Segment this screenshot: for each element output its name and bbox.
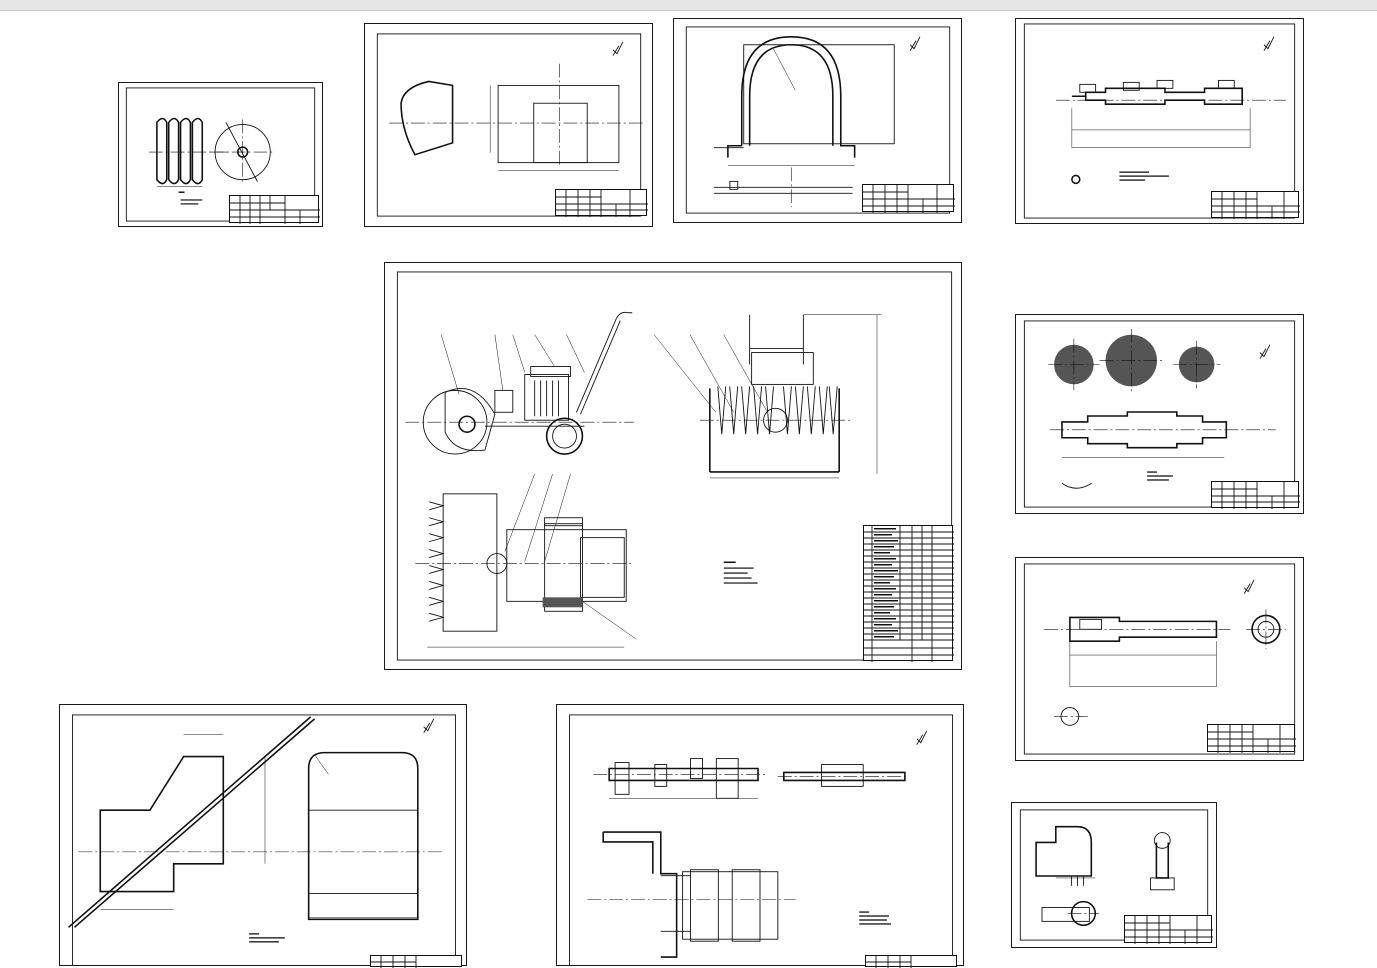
pin-shaft-drawing (1023, 563, 1296, 755)
drawing-sheet-side-plate[interactable] (59, 704, 467, 968)
title-block (1211, 191, 1300, 219)
auger-blade-drawing (125, 87, 316, 222)
title-block (229, 195, 320, 224)
general-assembly-drawing (396, 271, 953, 661)
spline-shaft-drawing (1023, 320, 1296, 508)
drawing-sheet-pin-shaft[interactable] (1015, 557, 1304, 761)
drawing-sheet-chassis-frame[interactable] (556, 704, 964, 968)
drawing-sheet-spline-shaft[interactable] (1015, 314, 1304, 514)
handle-frame-drawing (685, 26, 951, 214)
parts-list (863, 525, 954, 662)
drawing-sheet-elbow-chute[interactable] (1011, 802, 1217, 948)
drawing-sheet-general-assembly[interactable] (384, 262, 962, 670)
viewer-toolbar (0, 0, 1377, 11)
chassis-frame-drawing (569, 714, 953, 965)
drawing-sheet-housing-cover[interactable] (364, 23, 653, 227)
elbow-chute-drawing (1019, 809, 1209, 941)
drawing-sheet-handle-frame[interactable] (673, 18, 962, 223)
title-block (1207, 724, 1296, 753)
drawing-sheet-drive-shaft[interactable] (1015, 18, 1304, 224)
drive-shaft-drawing (1023, 23, 1296, 219)
title-block (555, 189, 648, 217)
title-block (865, 955, 957, 968)
surface-roughness-icon (612, 41, 624, 56)
drawing-sheet-auger-blade[interactable] (118, 82, 323, 227)
side-plate-drawing (67, 714, 456, 965)
title-block (1124, 915, 1213, 944)
title-block (1211, 481, 1300, 509)
title-block (370, 955, 462, 968)
housing-cover-drawing (376, 33, 643, 217)
title-block (862, 184, 955, 213)
